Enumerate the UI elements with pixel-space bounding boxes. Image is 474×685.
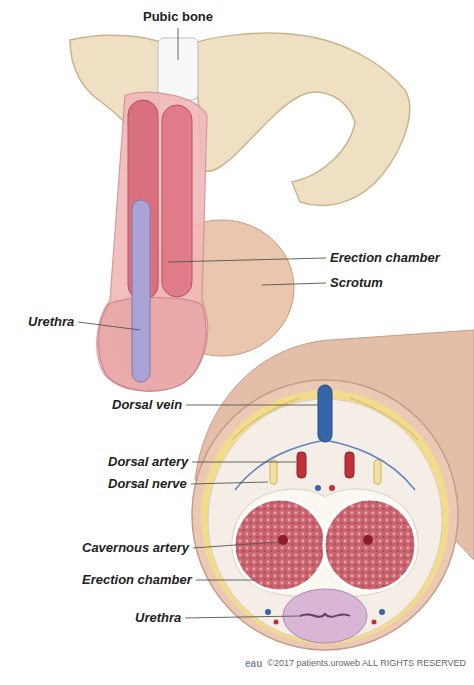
part-label: Dorsal nerve bbox=[108, 476, 187, 492]
publisher-logo: eau bbox=[245, 658, 262, 669]
part-label: Erection chamber bbox=[82, 572, 192, 588]
leader-line bbox=[262, 283, 326, 285]
part-label: Dorsal artery bbox=[108, 454, 188, 470]
leader-line bbox=[191, 482, 268, 484]
leader-line bbox=[178, 28, 179, 60]
part-label: Scrotum bbox=[330, 275, 383, 291]
part-label: Dorsal vein bbox=[112, 397, 182, 413]
copyright-note: ©2017 patients.uroweb ALL RIGHTS RESERVE… bbox=[267, 658, 466, 669]
part-label: Erection chamber bbox=[330, 250, 440, 266]
leader-line bbox=[186, 405, 318, 406]
part-label: Pubic bone bbox=[143, 9, 213, 25]
leader-line bbox=[185, 616, 300, 618]
part-label: Cavernous artery bbox=[82, 540, 189, 556]
leader-line bbox=[192, 462, 296, 463]
penis-side-view bbox=[97, 92, 208, 391]
penis-cross-section bbox=[192, 330, 474, 650]
part-label: Urethra bbox=[28, 314, 74, 330]
leader-line bbox=[196, 580, 255, 581]
leader-line bbox=[78, 322, 140, 330]
leader-line bbox=[168, 258, 326, 262]
part-label: Urethra bbox=[135, 610, 181, 626]
leader-line bbox=[193, 542, 278, 548]
